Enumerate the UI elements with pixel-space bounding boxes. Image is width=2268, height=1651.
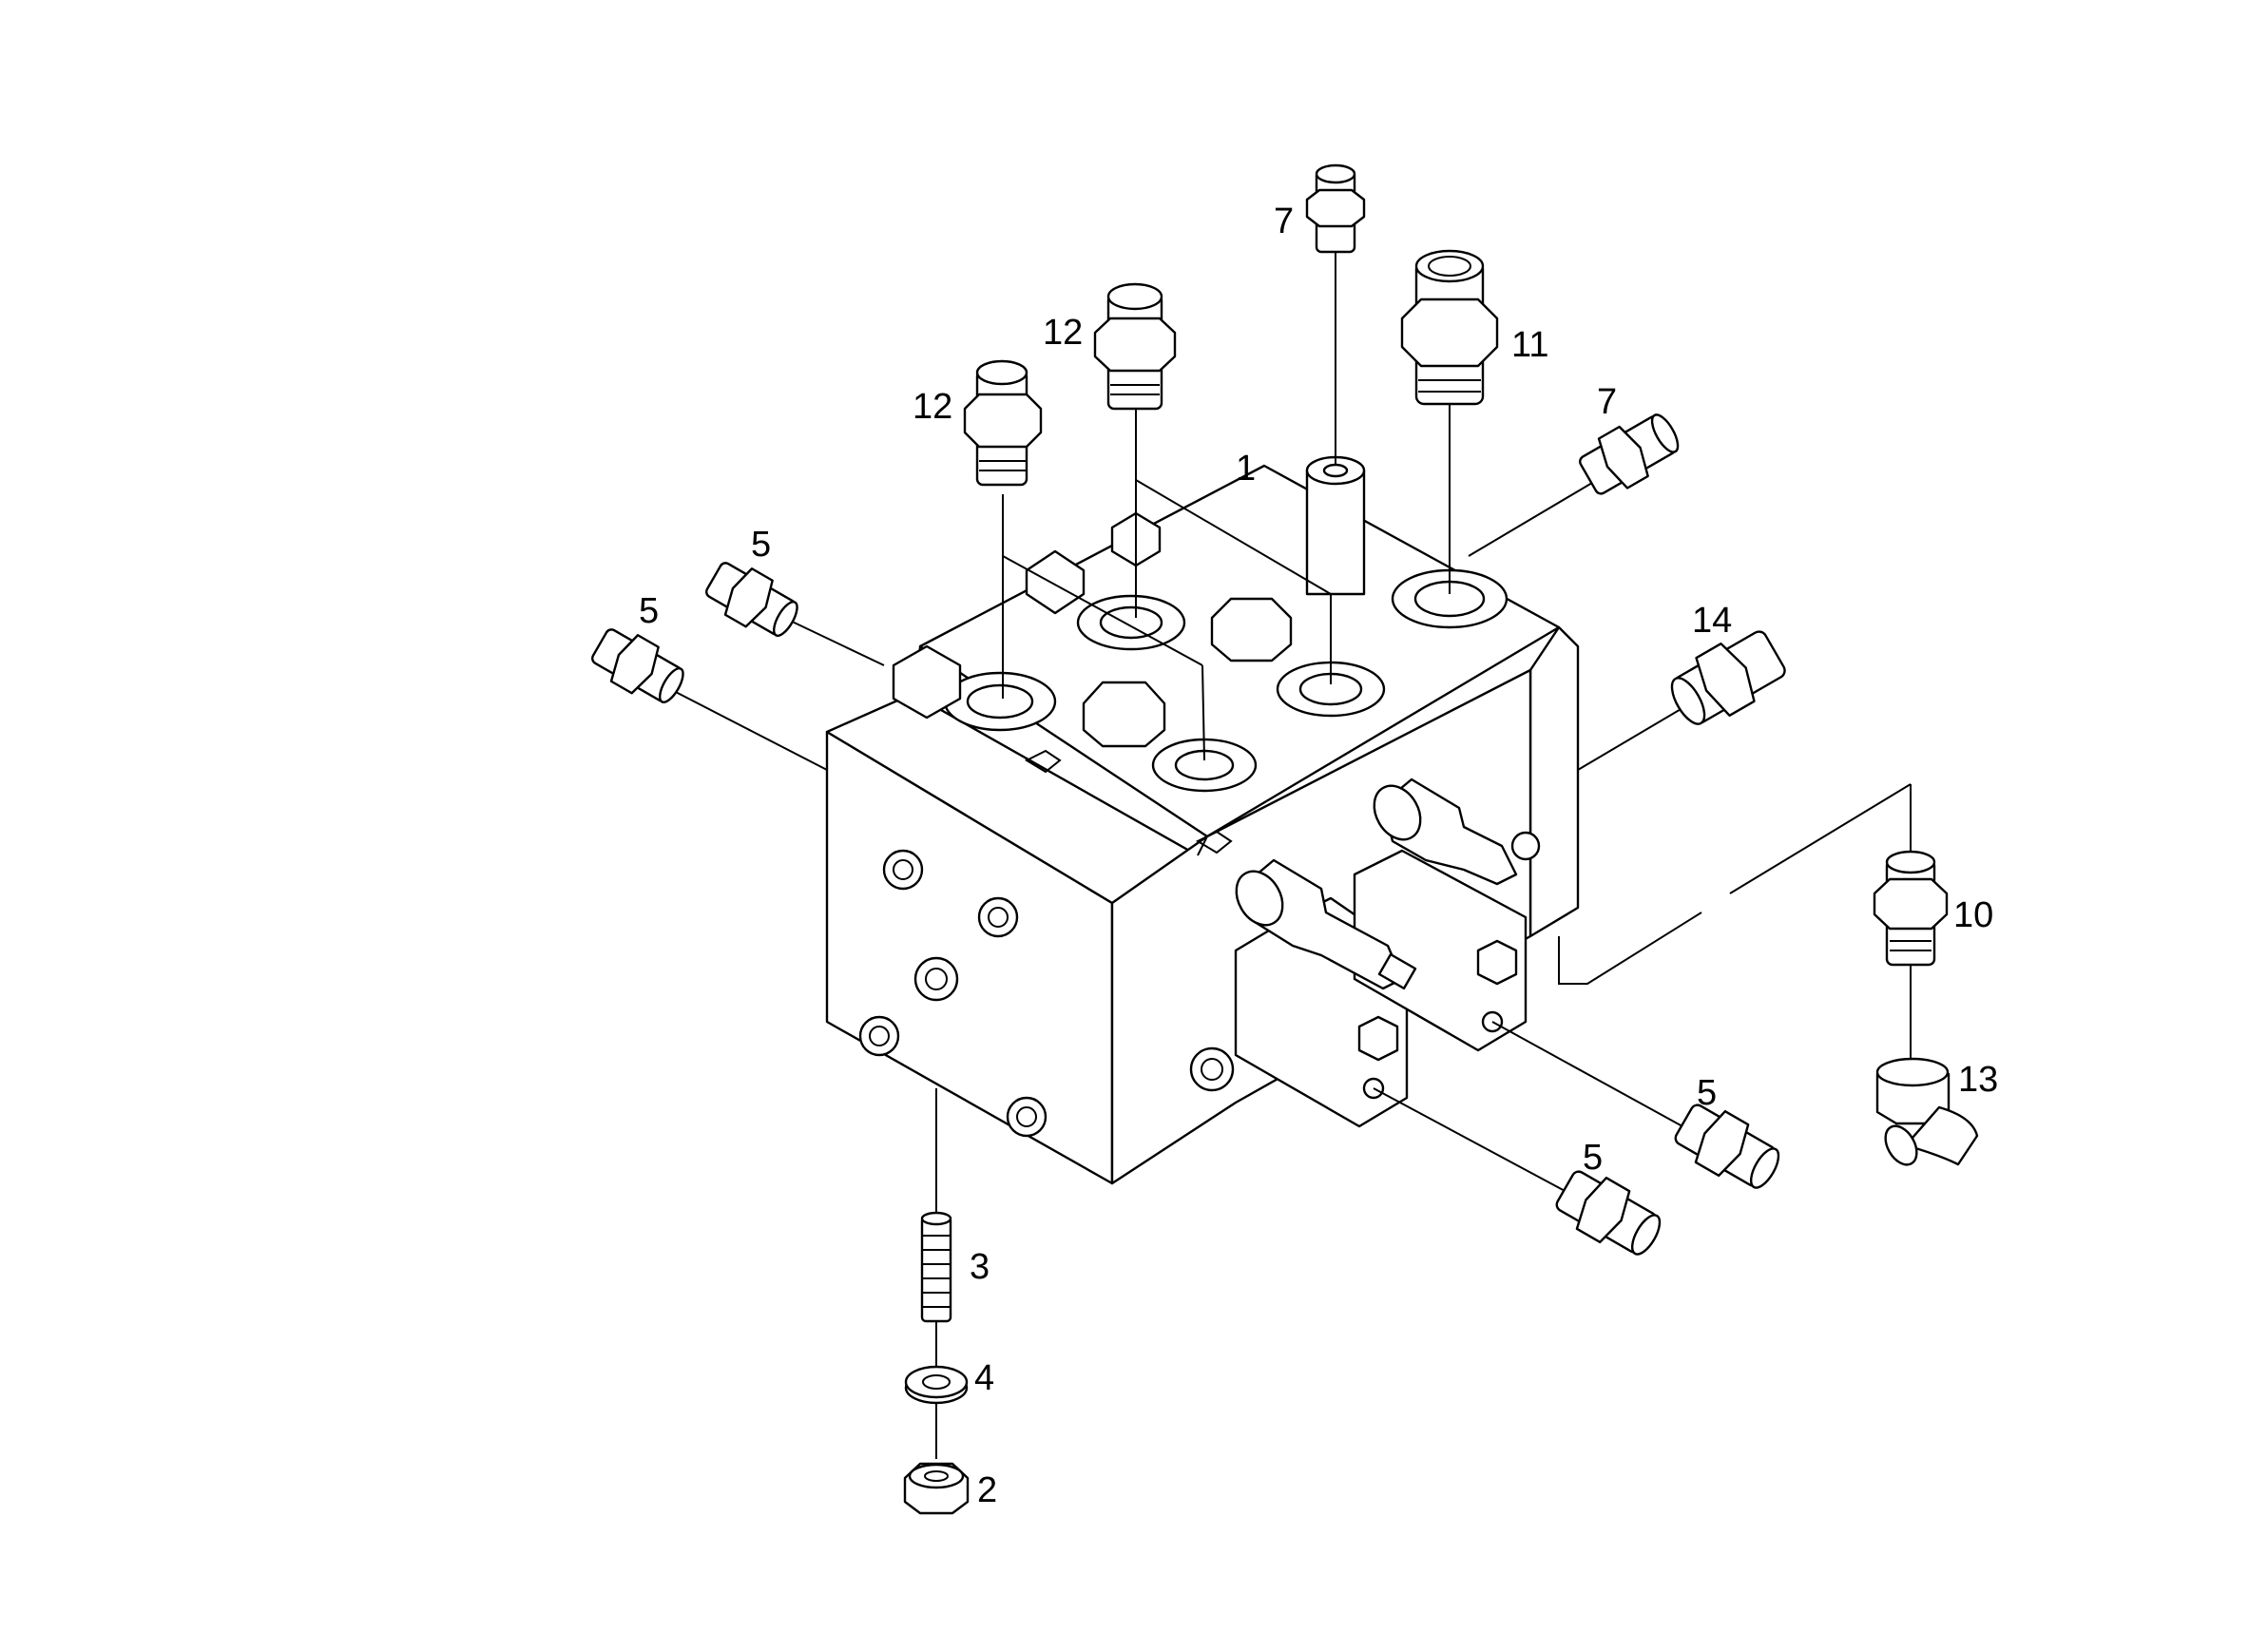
- spacer-post: [1305, 455, 1366, 596]
- callout-12a: 12: [913, 387, 952, 427]
- cartridge-valves: [892, 511, 1541, 990]
- callout-7a: 7: [1274, 202, 1294, 241]
- hex-plug: [1210, 597, 1293, 662]
- callout-10: 10: [1953, 895, 1993, 935]
- washer-4: [904, 1365, 969, 1405]
- fitting-7b: [1579, 413, 1680, 495]
- hex-plug: [1082, 681, 1166, 748]
- callout-13: 13: [1958, 1060, 1998, 1100]
- callout-5b: 5: [639, 591, 659, 631]
- fitting-7a: [1305, 163, 1366, 254]
- fitting-13: [1875, 1057, 1979, 1166]
- fitting-14: [1670, 630, 1786, 725]
- callout-11: 11: [1511, 325, 1548, 365]
- fitting-12a: [963, 359, 1043, 487]
- callout-numbers: 1 2 3 4 5 5 5 5 7 7 10 11 12 12 13 14: [639, 202, 1998, 1510]
- fitting-5d: [1674, 1104, 1780, 1189]
- port-ring: [1099, 605, 1163, 640]
- callout-1: 1: [1236, 449, 1256, 489]
- fitting-5a: [705, 562, 798, 637]
- nut-2: [903, 1462, 970, 1515]
- callout-14: 14: [1692, 601, 1732, 641]
- fitting-10: [1873, 850, 1949, 967]
- callout-12b: 12: [1043, 313, 1083, 353]
- stud-3: [920, 1211, 952, 1323]
- plate-screws: [858, 849, 1235, 1138]
- port-ring: [966, 683, 1034, 720]
- callout-5a: 5: [751, 525, 771, 565]
- callout-5c: 5: [1583, 1138, 1603, 1178]
- callout-2: 2: [977, 1470, 997, 1510]
- callout-7b: 7: [1597, 382, 1617, 422]
- fitting-5c: [1555, 1170, 1662, 1256]
- fitting-11: [1400, 249, 1499, 406]
- fitting-5b: [591, 628, 684, 703]
- top-ports: [943, 568, 1509, 793]
- callout-5d: 5: [1697, 1073, 1717, 1113]
- fitting-12b: [1093, 282, 1177, 411]
- leader-lines: [669, 228, 1912, 1459]
- callout-4: 4: [974, 1358, 994, 1398]
- callout-3: 3: [970, 1247, 990, 1287]
